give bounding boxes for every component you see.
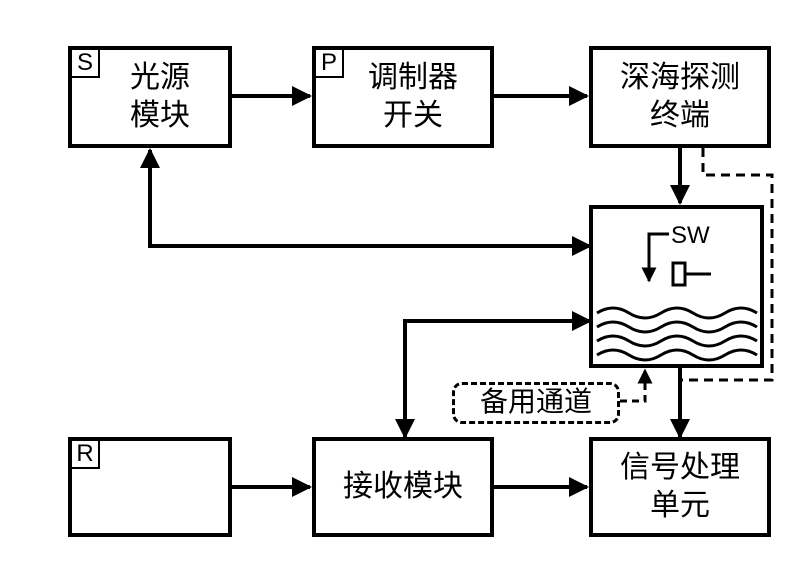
receive-module-label: 接收模块 [343, 469, 463, 504]
dashed-bypass-path [680, 148, 774, 382]
signal-processing-box[interactable]: 信号处理 单元 [589, 437, 771, 537]
receiver-r-box[interactable]: R [68, 437, 232, 537]
deep-sea-terminal-label: 深海探测 终端 [620, 60, 740, 133]
wave-line-3 [596, 334, 758, 348]
arrow-water-to-source [140, 148, 592, 256]
modulator-tag: P [316, 50, 344, 78]
receiver-tag: R [72, 441, 100, 469]
signal-processing-label: 信号处理 单元 [620, 450, 740, 523]
wave-line-4 [596, 348, 758, 362]
arrow-water-to-receiver [395, 311, 592, 439]
switch-label: SW [671, 222, 710, 249]
switch-element-icon [671, 261, 687, 287]
dashed-backup-link [620, 368, 653, 403]
switch-arrow-icon [641, 232, 669, 283]
backup-channel-box[interactable]: 备用通道 [452, 382, 620, 424]
light-source-label: 光源 模块 [130, 60, 190, 133]
backup-channel-label: 备用通道 [479, 385, 592, 418]
receive-module-box[interactable]: 接收模块 [312, 437, 494, 537]
wave-line-1 [596, 306, 758, 320]
water-switch-unit[interactable]: SW [589, 205, 764, 368]
light-source-box[interactable]: S 光源 模块 [68, 46, 232, 148]
modulator-label: 调制器 开关 [368, 60, 458, 133]
wave-line-2 [596, 320, 758, 334]
modulator-switch-box[interactable]: P 调制器 开关 [312, 46, 494, 148]
deep-sea-terminal-box[interactable]: 深海探测 终端 [589, 46, 771, 148]
switch-and-waves-graphic: SW [596, 222, 758, 362]
light-source-tag: S [72, 50, 100, 78]
